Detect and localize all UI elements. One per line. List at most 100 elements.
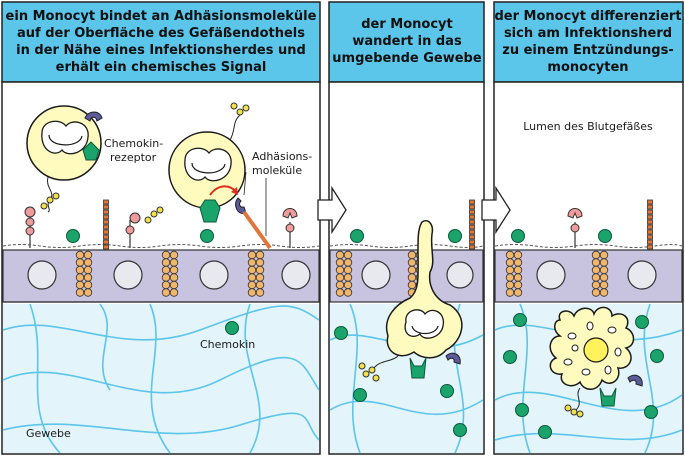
junction-bead <box>169 250 179 260</box>
junction-bead <box>169 288 179 297</box>
junction-bead <box>247 273 257 282</box>
junction-bead <box>335 258 345 267</box>
monocyte-migrating <box>358 220 463 382</box>
junction-bead <box>599 288 609 297</box>
junction-bead <box>591 280 601 290</box>
junction-bead <box>255 273 265 282</box>
junction-bead <box>335 265 345 275</box>
junction-bead <box>505 288 515 297</box>
chemokine-dot <box>644 405 658 419</box>
adhesion-molecule-pink-2 <box>125 206 164 248</box>
panel-3-header-line-4: monocyten <box>547 60 628 75</box>
junction-bead <box>255 288 265 297</box>
ladder-segment <box>469 234 475 240</box>
chemokine-dot <box>515 403 529 417</box>
junction-bead <box>513 273 523 282</box>
junction-bead <box>343 258 353 267</box>
label-lumen: Lumen des Blutgefäßes <box>523 120 653 133</box>
chemokine-receptor-1 <box>82 141 100 161</box>
chemokine-dot <box>598 229 612 243</box>
junction-bead <box>591 288 601 297</box>
ladder-segment <box>647 209 653 215</box>
chemokine-dot <box>440 384 454 398</box>
panel-2-header-line-2: wandert in das <box>352 34 462 49</box>
leader-line-2 <box>243 171 247 196</box>
endothelial-nuclei <box>27 260 657 290</box>
chemokine-dot <box>511 229 525 243</box>
ladder-segment <box>647 229 653 235</box>
junction-bead <box>335 250 345 260</box>
junction-bead <box>335 280 345 290</box>
chemokine-dot <box>225 321 239 335</box>
label-chemokin-rezeptor-2: rezeptor <box>110 151 157 164</box>
ladder-segment <box>469 229 475 235</box>
junction-bead <box>513 258 523 267</box>
adhesion-molecule-pink-4 <box>567 208 583 248</box>
tissue-area-1 <box>3 304 319 453</box>
panel-1-header-line-3: in der Nähe eines Infektionsherdes und <box>16 43 306 58</box>
junction-bead <box>75 288 85 297</box>
junction-bead <box>169 258 179 267</box>
chemokine-dot <box>350 229 364 243</box>
junction-bead <box>591 265 601 275</box>
ladder-segment <box>647 244 653 250</box>
junction-bead <box>599 273 609 282</box>
ladder-segment <box>103 244 109 250</box>
panel-1-header-line-1: ein Monocyt bindet an Adhäsionsmoleküle <box>6 9 317 24</box>
junction-bead <box>407 250 417 260</box>
junction-bead <box>599 258 609 267</box>
ladder-segment <box>469 244 475 250</box>
junction-bead <box>83 280 93 290</box>
junction-bead <box>505 265 515 275</box>
junction-bead <box>169 273 179 282</box>
junction-bead <box>161 288 171 297</box>
junction-beads <box>75 250 609 297</box>
adhesion-molecule-pink-1 <box>24 192 60 248</box>
ladder-segment <box>103 239 109 245</box>
panel-1-header-line-4: erhält ein chemisches Signal <box>56 60 267 75</box>
junction-bead <box>83 288 93 297</box>
panel-3-header: der Monocyt differenziert sich am Infekt… <box>493 1 684 83</box>
ladder-segment <box>469 214 475 220</box>
ladder-segment <box>103 219 109 225</box>
chemokine-dot <box>334 326 348 340</box>
junction-bead <box>591 273 601 282</box>
ladder-segment <box>647 224 653 230</box>
ladder-segment <box>469 209 475 215</box>
ladder-segment <box>103 204 109 210</box>
ladder-segment <box>103 209 109 215</box>
chemokine-dot <box>453 423 467 437</box>
nucleus-1 <box>41 120 89 155</box>
junction-bead <box>513 288 523 297</box>
ladder-segment <box>647 234 653 240</box>
label-adhaesion-2: moleküle <box>252 164 302 177</box>
ladder-segment <box>469 219 475 225</box>
ladder-segment <box>103 199 109 205</box>
junction-bead <box>247 265 257 275</box>
junction-bead <box>255 258 265 267</box>
junction-bead <box>407 273 417 282</box>
junction-bead <box>255 280 265 290</box>
junction-bead <box>599 280 609 290</box>
panel-3-header-line-1: der Monocyt differenziert <box>494 9 681 24</box>
junction-bead <box>75 250 85 260</box>
junction-bead <box>591 250 601 260</box>
junction-bead <box>343 250 353 260</box>
junction-bead <box>247 258 257 267</box>
panel-2-header-line-3: umgebende Gewebe <box>332 51 482 66</box>
junction-bead <box>255 250 265 260</box>
junction-bead <box>343 273 353 282</box>
junction-bead <box>161 250 171 260</box>
junction-bead <box>247 250 257 260</box>
junction-bead <box>169 265 179 275</box>
junction-bead <box>599 265 609 275</box>
chemokine-dot <box>650 349 664 363</box>
ladder-segment <box>103 234 109 240</box>
junction-bead <box>75 280 85 290</box>
junction-bead <box>83 273 93 282</box>
junction-bead <box>335 288 345 297</box>
panel-2-header: der Monocyt wandert in das umgebende Gew… <box>328 1 485 83</box>
junction-bead <box>161 280 171 290</box>
junction-bead <box>513 280 523 290</box>
panel-3-header-line-2: sich am Infektionsherd <box>504 26 672 41</box>
